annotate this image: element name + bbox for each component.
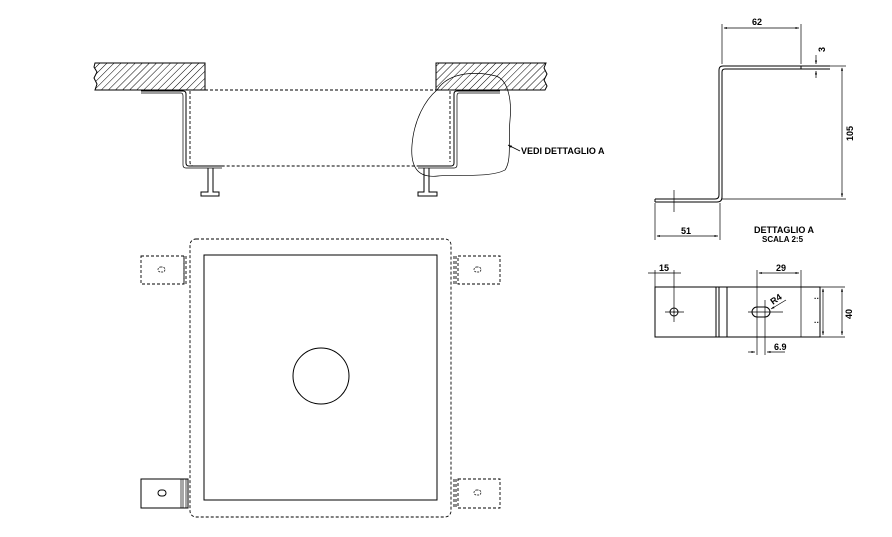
hidden-outline <box>189 238 452 518</box>
bracket-top-left <box>140 255 187 285</box>
bracket-bottom-right <box>453 478 501 509</box>
panel <box>203 254 438 501</box>
left-bracket <box>141 90 222 197</box>
section-view: VEDI DETTAGLIO A <box>93 62 605 197</box>
detail-a-plan: ·· ·· 15 29 R4 40 6.9 <box>648 263 854 355</box>
callout-label: VEDI DETTAGLIO A <box>521 146 605 156</box>
callout-leader <box>507 144 521 152</box>
tick-mark: ·· <box>814 318 819 327</box>
dim-height: 105 <box>845 126 855 141</box>
dim-bottom-flange: 51 <box>681 226 691 236</box>
dim-slot-offset: 29 <box>776 263 786 273</box>
right-ceiling-slab <box>435 62 548 91</box>
dim-slot-length: 6.9 <box>774 342 787 352</box>
dim-slot-radius: R4 <box>768 292 783 307</box>
detail-callout-boundary <box>411 73 511 177</box>
dim-hole-offset: 15 <box>659 263 669 273</box>
detail-scale: SCALA 2:5 <box>762 235 804 244</box>
hidden-box-outline <box>189 89 451 167</box>
detail-a-profile: 62 3 105 51 DETTAGLIO A SCALA 2:5 <box>654 17 855 244</box>
dim-width: 40 <box>844 309 854 319</box>
bracket-top-right <box>453 255 501 285</box>
left-ceiling-slab <box>93 62 206 91</box>
detail-title: DETTAGLIO A <box>754 225 814 235</box>
bracket-bottom-left <box>140 478 189 509</box>
center-opening <box>292 347 350 405</box>
dim-top-flange: 62 <box>752 17 762 27</box>
plan-view <box>140 238 501 518</box>
tick-mark: ·· <box>814 294 819 303</box>
dim-thickness: 3 <box>817 47 827 52</box>
right-bracket <box>417 90 500 197</box>
